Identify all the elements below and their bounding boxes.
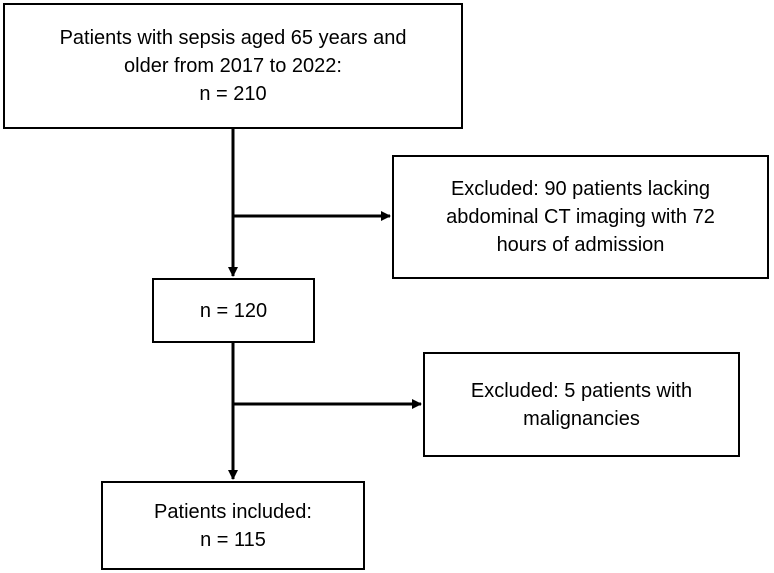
- final-line-2: n = 115: [200, 528, 266, 551]
- exclusion-box-2: Excluded: 5 patients with malignancies: [423, 352, 740, 457]
- start-line-3: n = 210: [199, 83, 267, 105]
- exclusion-1-line-3: hours of admission: [496, 234, 665, 256]
- start-line-1: Patients with sepsis aged 65 years and: [59, 27, 407, 49]
- final-box: Patients included: n = 115: [101, 481, 365, 570]
- exclusion-box-1: Excluded: 90 patients lacking abdominal …: [392, 155, 769, 279]
- exclusion-2-line-1: Excluded: 5 patients with: [470, 379, 693, 402]
- exclusion-1-line-2: abdominal CT imaging with 72: [446, 206, 715, 228]
- intermediate-box: n = 120: [152, 278, 315, 343]
- start-line-2: older from 2017 to 2022:: [124, 55, 342, 77]
- exclusion-2-line-2: malignancies: [523, 407, 640, 430]
- exclusion-1-line-1: Excluded: 90 patients lacking: [450, 178, 711, 200]
- start-box: Patients with sepsis aged 65 years and o…: [3, 3, 463, 129]
- final-line-1: Patients included:: [154, 500, 312, 523]
- intermediate-line-1: n = 120: [199, 299, 268, 322]
